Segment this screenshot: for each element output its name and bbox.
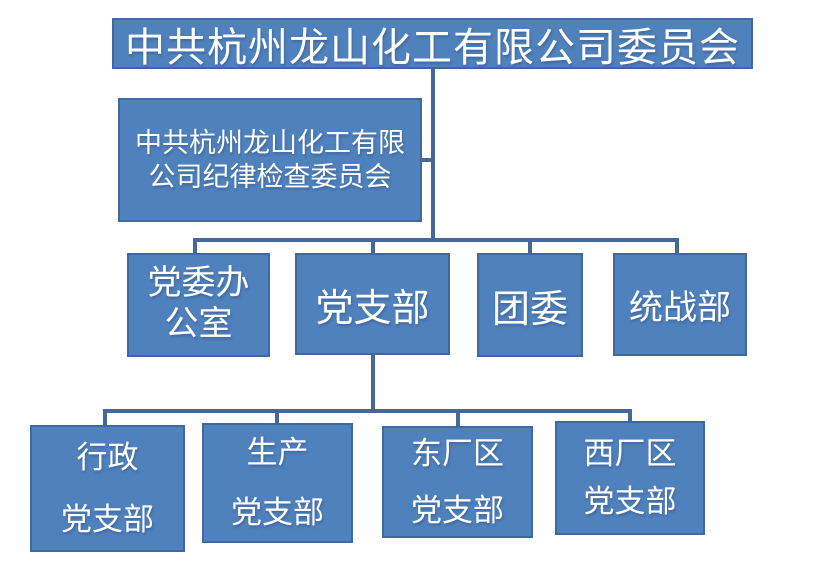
org-node-party-branch-label: 党支部 bbox=[315, 287, 430, 330]
org-node-party-branch: 党支部 bbox=[295, 253, 450, 355]
org-node-youth-league-label: 团委 bbox=[491, 288, 568, 331]
connector-drop-united-front bbox=[675, 240, 679, 254]
org-node-discipline-committee-label: 中共杭州龙山化工有限 公司纪律检查委员会 bbox=[135, 127, 405, 192]
org-node-discipline-committee: 中共杭州龙山化工有限 公司纪律检查委员会 bbox=[118, 98, 422, 222]
org-node-east-plant-branch-label: 东厂区 党支部 bbox=[411, 435, 504, 528]
org-node-top-committee-label: 中共杭州龙山化工有限公司委员会 bbox=[125, 24, 740, 70]
connector-drop-party-branch bbox=[371, 240, 375, 254]
org-node-admin-branch: 行政 党支部 bbox=[30, 425, 185, 552]
org-node-united-front: 统战部 bbox=[613, 253, 747, 356]
org-node-east-plant-branch: 东厂区 党支部 bbox=[382, 426, 533, 538]
org-node-production-branch: 生产 党支部 bbox=[202, 423, 353, 543]
connector-drop-party-office bbox=[193, 240, 197, 254]
connector-party-branch-vertical bbox=[371, 355, 375, 411]
org-node-admin-branch-label: 行政 党支部 bbox=[61, 439, 154, 537]
org-node-party-office-label: 党委办 公室 bbox=[147, 265, 250, 343]
org-node-united-front-label: 统战部 bbox=[629, 290, 731, 327]
org-node-west-plant-branch-label: 西厂区 党支部 bbox=[583, 435, 677, 519]
org-node-production-branch-label: 生产 党支部 bbox=[231, 434, 324, 530]
connector-level3-horizontal bbox=[193, 238, 679, 242]
connector-level4-horizontal bbox=[103, 409, 632, 413]
org-node-west-plant-branch: 西厂区 党支部 bbox=[555, 421, 705, 535]
org-node-top-committee: 中共杭州龙山化工有限公司委员会 bbox=[112, 18, 753, 70]
connector-drop-west-plant-branch bbox=[628, 411, 632, 422]
connector-drop-east-plant-branch bbox=[456, 411, 460, 427]
connector-drop-youth-league bbox=[528, 240, 532, 254]
connector-drop-production-branch bbox=[275, 411, 279, 424]
connector-root-vertical bbox=[431, 69, 435, 240]
connector-discipline-stub bbox=[422, 158, 435, 162]
connector-drop-admin-branch bbox=[103, 411, 107, 426]
org-node-youth-league: 团委 bbox=[477, 253, 583, 357]
org-node-party-office: 党委办 公室 bbox=[127, 253, 270, 357]
